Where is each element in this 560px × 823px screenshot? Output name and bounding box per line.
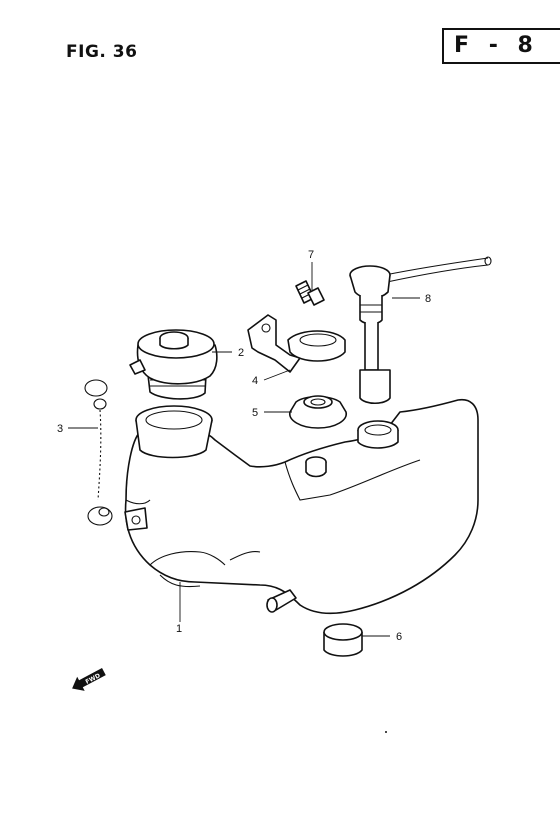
forward-label: FWD [84,672,101,686]
grommet-part[interactable] [289,395,347,429]
callout-4: 4 [252,375,258,387]
callout-1: 1 [176,623,182,635]
cap-chain-part[interactable] [84,379,113,526]
leader-lines [68,262,420,637]
callout-2: 2 [238,347,244,359]
bolt-part[interactable] [295,280,325,306]
speck [385,731,387,733]
callout-6: 6 [396,631,402,643]
fuel-tank-part[interactable] [124,398,479,615]
callout-3: 3 [57,423,63,435]
callout-7: 7 [308,249,314,261]
figure-label: FIG. 36 [66,42,138,62]
callout-5: 5 [252,407,258,419]
callout-8: 8 [425,293,431,305]
page-code: F - 8 [442,28,560,64]
mounting-bracket-part[interactable] [247,314,346,373]
fuel-pickup-part[interactable] [349,256,492,405]
filler-cap-part[interactable] [129,329,218,400]
plug-cap-part[interactable] [323,623,363,657]
forward-arrow-icon: FWD [72,668,106,691]
